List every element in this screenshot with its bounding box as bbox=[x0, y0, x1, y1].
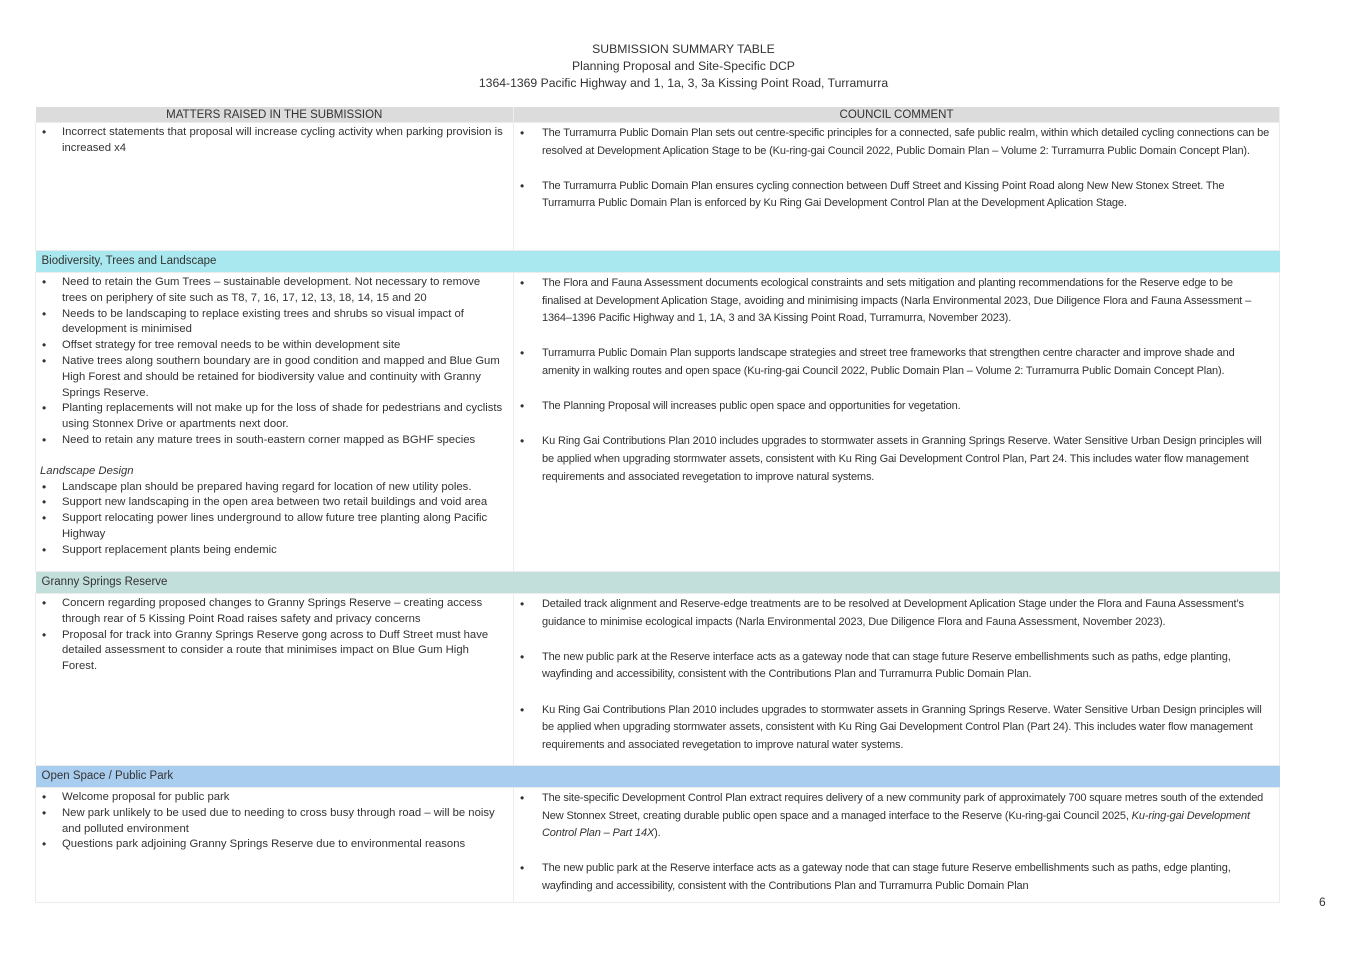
section-row-open-space: Open Space / Public Park bbox=[35, 765, 1280, 788]
sub-heading-landscape-design: Landscape Design bbox=[40, 464, 134, 477]
list-item: Questions park adjoining Granny Springs … bbox=[40, 837, 507, 853]
column-header-comment: COUNCIL COMMENT bbox=[513, 107, 1280, 123]
table-row-open-space: Welcome proposal for public park New par… bbox=[35, 787, 1280, 903]
table-row-granny-springs: Concern regarding proposed changes to Gr… bbox=[35, 593, 1280, 766]
list-item: Proposal for track into Granny Springs R… bbox=[40, 628, 507, 675]
list-item: The new public park at the Reserve inter… bbox=[518, 860, 1273, 895]
submission-summary-table: MATTERS RAISED IN THE SUBMISSION COUNCIL… bbox=[35, 107, 1280, 903]
comment-citation-italic: Ku-ring-gai Development Control Plan – P… bbox=[542, 809, 1250, 840]
section-row-granny-springs: Granny Springs Reserve bbox=[35, 571, 1280, 594]
section-heading: Biodiversity, Trees and Landscape bbox=[35, 250, 1280, 273]
document-title-block: SUBMISSION SUMMARY TABLE Planning Propos… bbox=[0, 41, 1367, 92]
list-item: Support replacement plants being endemic bbox=[40, 543, 507, 559]
list-item: Incorrect statements that proposal will … bbox=[40, 125, 507, 157]
list-item: Offset strategy for tree removal needs t… bbox=[40, 338, 507, 354]
list-item: Support relocating power lines undergrou… bbox=[40, 511, 507, 543]
list-item: Welcome proposal for public park bbox=[40, 790, 507, 806]
section-row-biodiversity: Biodiversity, Trees and Landscape bbox=[35, 250, 1280, 273]
comment-cell: The Flora and Fauna Assessment documents… bbox=[513, 272, 1280, 572]
table-row-cycling: Incorrect statements that proposal will … bbox=[35, 122, 1280, 251]
document-title: SUBMISSION SUMMARY TABLE bbox=[592, 42, 775, 56]
list-item: The site-specific Development Control Pl… bbox=[518, 790, 1273, 843]
matters-cell: Concern regarding proposed changes to Gr… bbox=[35, 593, 514, 766]
matters-cell: Need to retain the Gum Trees – sustainab… bbox=[35, 272, 514, 572]
list-item: Detailed track alignment and Reserve-edg… bbox=[518, 596, 1273, 631]
list-item: The Planning Proposal will increases pub… bbox=[518, 398, 1273, 416]
comment-cell: The site-specific Development Control Pl… bbox=[513, 787, 1280, 903]
list-item: Native trees along southern boundary are… bbox=[40, 354, 507, 401]
list-item: Ku Ring Gai Contributions Plan 2010 incl… bbox=[518, 433, 1273, 486]
list-item: Need to retain any mature trees in south… bbox=[40, 433, 507, 449]
table-header-row: MATTERS RAISED IN THE SUBMISSION COUNCIL… bbox=[35, 107, 1280, 123]
list-item: The Turramurra Public Domain Plan sets o… bbox=[518, 125, 1273, 160]
comment-text: The site-specific Development Control Pl… bbox=[542, 792, 1264, 822]
list-item: Support new landscaping in the open area… bbox=[40, 495, 507, 511]
list-item: Landscape plan should be prepared having… bbox=[40, 480, 507, 496]
list-item: Concern regarding proposed changes to Gr… bbox=[40, 596, 507, 628]
document-subtitle: Planning Proposal and Site-Specific DCP bbox=[572, 59, 795, 73]
list-item: The Flora and Fauna Assessment documents… bbox=[518, 275, 1273, 328]
list-item: Ku Ring Gai Contributions Plan 2010 incl… bbox=[518, 702, 1273, 755]
list-item: Needs to be landscaping to replace exist… bbox=[40, 307, 507, 339]
section-heading: Open Space / Public Park bbox=[35, 765, 1280, 788]
section-heading: Granny Springs Reserve bbox=[35, 571, 1280, 594]
column-header-matters: MATTERS RAISED IN THE SUBMISSION bbox=[35, 107, 514, 123]
page-number: 6 bbox=[1319, 895, 1326, 909]
document-address: 1364-1369 Pacific Highway and 1, 1a, 3, … bbox=[478, 76, 889, 90]
table-row-biodiversity: Need to retain the Gum Trees – sustainab… bbox=[35, 272, 1280, 572]
comment-cell: Detailed track alignment and Reserve-edg… bbox=[513, 593, 1280, 766]
matters-cell: Incorrect statements that proposal will … bbox=[35, 122, 514, 251]
comment-text-end: ). bbox=[654, 827, 661, 840]
list-item: New park unlikely to be used due to need… bbox=[40, 806, 507, 838]
matters-cell: Welcome proposal for public park New par… bbox=[35, 787, 514, 903]
list-item: Turramurra Public Domain Plan supports l… bbox=[518, 345, 1273, 380]
list-item: The Turramurra Public Domain Plan ensure… bbox=[518, 178, 1273, 213]
comment-cell: The Turramurra Public Domain Plan sets o… bbox=[513, 122, 1280, 251]
list-item: The new public park at the Reserve inter… bbox=[518, 649, 1273, 684]
list-item: Planting replacements will not make up f… bbox=[40, 401, 507, 433]
list-item: Need to retain the Gum Trees – sustainab… bbox=[40, 275, 507, 307]
